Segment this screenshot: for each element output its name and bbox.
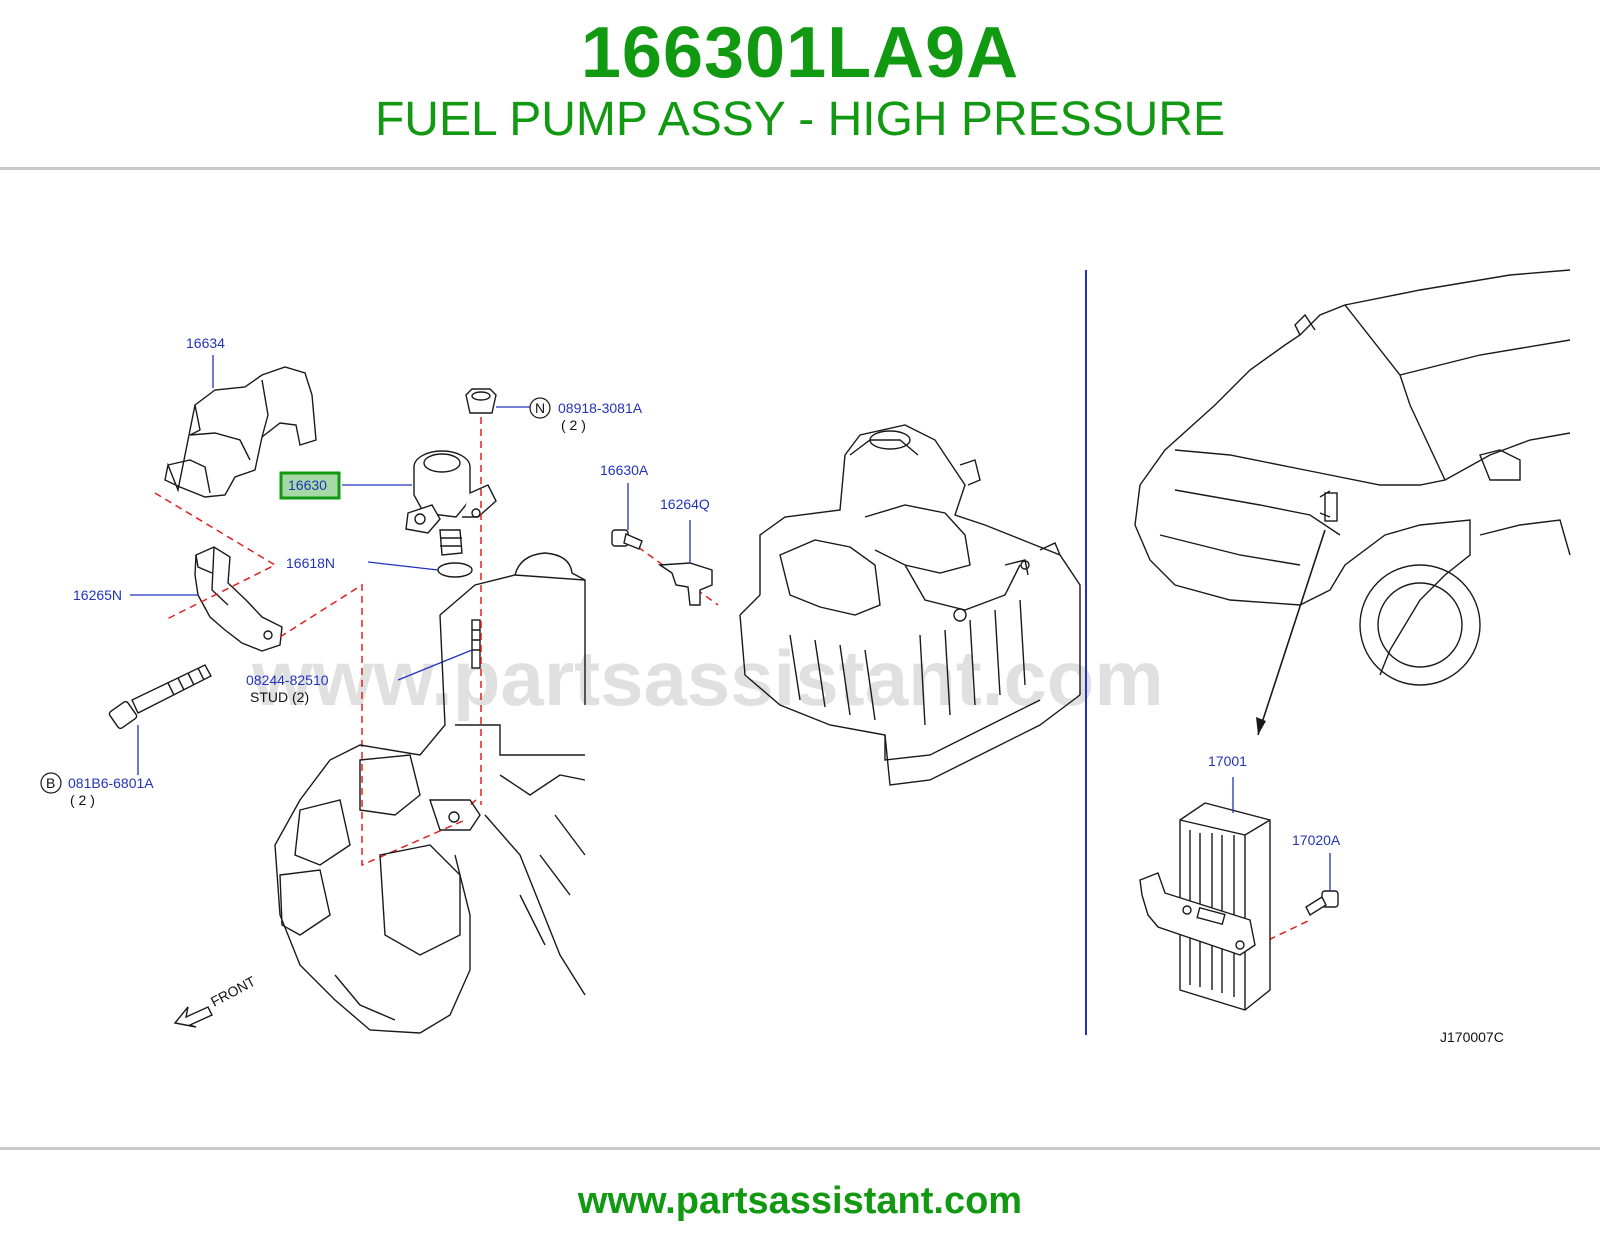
label-16265N: 16265N: [73, 587, 122, 603]
part-number-title: 166301LA9A: [580, 13, 1020, 93]
callout-n-letter: N: [535, 400, 545, 416]
header-divider: [0, 167, 1600, 170]
leader-16618N: [367, 561, 439, 571]
label-17001: 17001: [1208, 753, 1247, 769]
label-08918: 08918-3081A: [558, 400, 643, 416]
footer-url-link[interactable]: www.partsassistant.com: [577, 1180, 1023, 1222]
vehicle-drawing: [1134, 269, 1571, 686]
front-arrow-icon: [173, 1006, 213, 1028]
label-08918-qty: ( 2 ): [561, 417, 586, 433]
cover-16634-drawing: [164, 366, 317, 498]
nut-08918-drawing: [465, 388, 497, 414]
label-081B6-qty: ( 2 ): [70, 792, 95, 808]
diagram-svg: www.partsassistant.com 16634 16265N B 08…: [40, 269, 1571, 1045]
label-stud: STUD (2): [250, 689, 309, 705]
label-16630[interactable]: 16630: [288, 477, 327, 493]
footer-divider: [0, 1147, 1600, 1150]
front-label: FRONT: [208, 973, 258, 1010]
callout-n-circle: [529, 397, 551, 419]
control-unit-17001-drawing: [1139, 802, 1271, 1011]
callout-b-letter: B: [46, 775, 55, 791]
locator-arrow-line: [1257, 529, 1326, 736]
label-081B6: 081B6-6801A: [68, 775, 154, 791]
o-ring-16618N-drawing: [437, 562, 473, 578]
bracket-16265N-drawing: [194, 546, 283, 652]
fuel-pump-16630-drawing: [405, 450, 497, 556]
callout-b-circle: [40, 772, 62, 794]
label-16618N: 16618N: [286, 555, 335, 571]
label-08244: 08244-82510: [246, 672, 329, 688]
bolt-17020A-drawing: [1305, 890, 1339, 917]
stud-08244-drawing: [471, 619, 481, 669]
highlight-box-16630[interactable]: [279, 471, 341, 500]
intake-manifold-drawing: [739, 424, 1081, 786]
bolt-081B6-drawing: [108, 664, 212, 730]
leader-08244: [397, 649, 473, 681]
header: 166301LA9A FUEL PUMP ASSY - HIGH PRESSUR…: [0, 0, 1600, 170]
engine-block-drawing: [274, 552, 586, 1034]
bolt-16630A-drawing: [611, 529, 643, 550]
label-17020A: 17020A: [1292, 832, 1341, 848]
label-16634: 16634: [186, 335, 225, 351]
watermark-text: www.partsassistant.com: [251, 634, 1164, 722]
locator-arrow-head: [1256, 717, 1266, 735]
figure-code: J170007C: [1440, 1029, 1504, 1045]
part-description: FUEL PUMP ASSY - HIGH PRESSURE: [374, 93, 1225, 146]
label-16630A: 16630A: [600, 462, 649, 478]
label-16264Q: 16264Q: [660, 496, 710, 512]
parts-diagram: www.partsassistant.com 16634 16265N B 08…: [0, 255, 1600, 1085]
bracket-16264Q-drawing: [657, 562, 713, 606]
